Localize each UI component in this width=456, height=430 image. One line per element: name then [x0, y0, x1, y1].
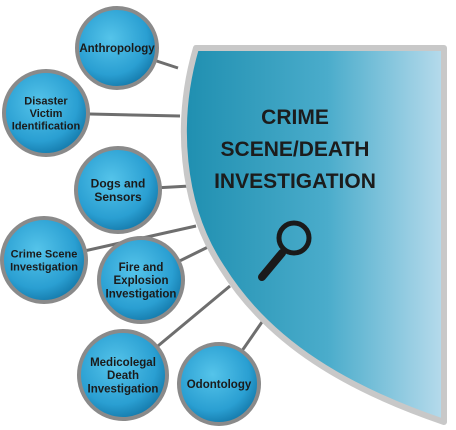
node-label: Investigation	[10, 261, 78, 273]
node-circle	[74, 146, 162, 234]
node-circle	[0, 216, 88, 304]
magnifying-glass-icon	[258, 220, 312, 281]
node-odontology: Odontology	[177, 342, 261, 426]
node-label: Sensors	[94, 190, 142, 204]
topic-nodes: AnthropologyDisasterVictimIdentification…	[0, 6, 261, 426]
node-label: Disaster	[24, 95, 68, 107]
node-label: Anthropology	[79, 43, 155, 55]
node-circle	[177, 342, 261, 426]
node-label: Death	[107, 370, 139, 382]
node-label: Victim	[30, 108, 63, 120]
node-label: Medicolegal	[90, 357, 156, 369]
node-label: Explosion	[114, 275, 169, 287]
node-label: Investigation	[106, 288, 177, 300]
central-sector: CRIME SCENE/DEATH INVESTIGATION	[180, 45, 447, 425]
node-label: Fire and	[119, 262, 164, 274]
central-title-line: INVESTIGATION	[214, 170, 376, 193]
node-anthropology: Anthropology	[75, 6, 159, 90]
node-circle	[75, 6, 159, 90]
node-circle	[77, 329, 169, 421]
node-circle	[2, 69, 90, 157]
central-sector-shape	[180, 45, 447, 425]
node-label: Identification	[12, 121, 81, 133]
node-label: Dogs and	[91, 176, 146, 190]
central-title-line: CRIME	[261, 106, 329, 129]
node-label: Investigation	[88, 383, 159, 395]
central-title-line: SCENE/DEATH	[221, 138, 370, 161]
node-label: Odontology	[187, 379, 252, 391]
node-label: Crime Scene	[11, 249, 78, 261]
node-circle	[97, 236, 185, 324]
